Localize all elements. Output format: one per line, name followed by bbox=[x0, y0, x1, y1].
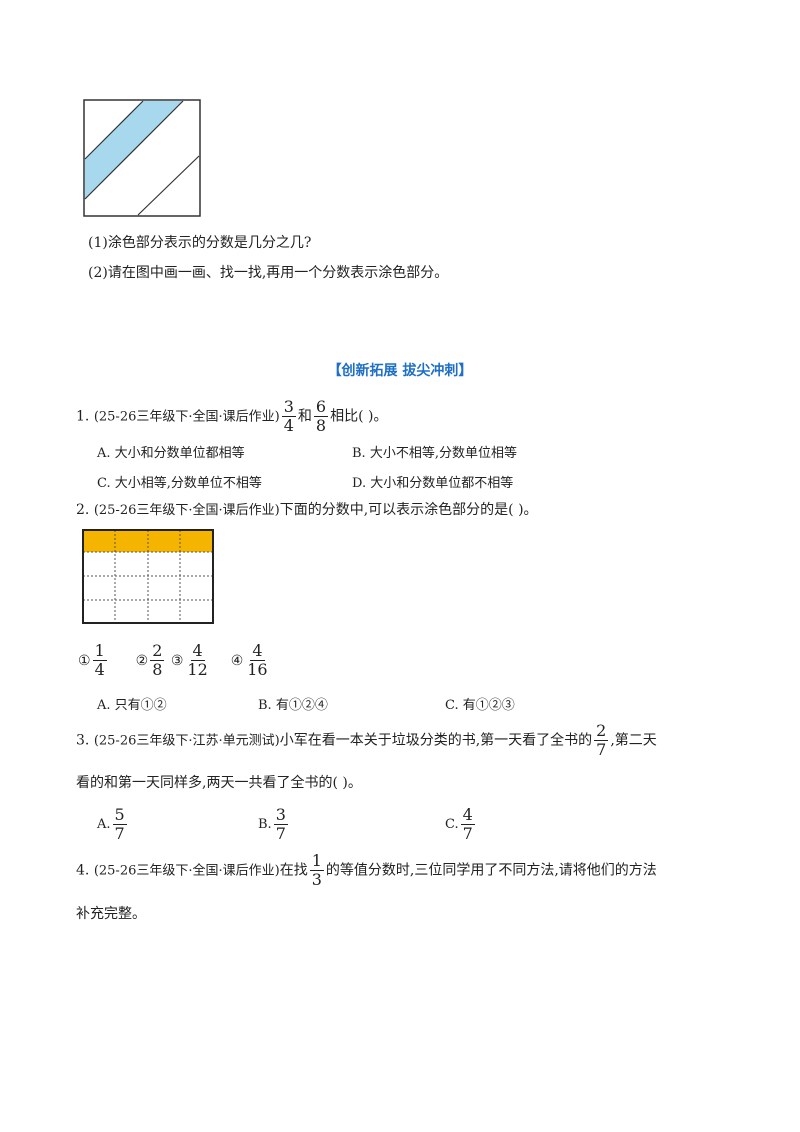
question-3: 3. (25-26三年级下·江苏·单元测试)小军在看一本关于垃圾分类的书,第一天… bbox=[76, 722, 657, 760]
part1-question-2: (2)请在图中画一画、找一找,再用一个分数表示涂色部分。 bbox=[88, 265, 449, 281]
q4-text-b: 的等值分数时,三位同学用了不同方法,请将他们的方法 bbox=[325, 862, 657, 879]
q1-tail: 相比( )。 bbox=[330, 408, 388, 425]
q3-text-c: 看的和第一天同样多,两天一共看了全书的( )。 bbox=[76, 775, 362, 791]
q2-option-b[interactable]: B. 有①②④ bbox=[258, 698, 328, 713]
grid-figure bbox=[82, 529, 214, 624]
q2-option-c[interactable]: C. 有①②③ bbox=[445, 698, 515, 713]
q2-text: 下面的分数中,可以表示涂色部分的是( )。 bbox=[279, 502, 538, 518]
q1-number: 1. bbox=[76, 408, 90, 425]
part1-question-1: (1)涂色部分表示的分数是几分之几? bbox=[88, 235, 312, 251]
grid-outline bbox=[82, 529, 214, 624]
stripe-square-figure bbox=[83, 99, 201, 217]
section-title: 【创新拓展 拔尖冲刺】 bbox=[327, 363, 473, 379]
q4-number: 4. bbox=[76, 862, 90, 879]
q2-source: (25-26三年级下·全国·课后作业) bbox=[93, 503, 280, 518]
q1-source: (25-26三年级下·全国·课后作业) bbox=[93, 409, 280, 425]
stripe-line-3 bbox=[137, 155, 200, 216]
q3-number: 3. bbox=[76, 732, 90, 749]
question-2: 2. (25-26三年级下·全国·课后作业)下面的分数中,可以表示涂色部分的是(… bbox=[76, 500, 538, 521]
q1-option-a[interactable]: A. 大小和分数单位都相等 bbox=[97, 446, 245, 461]
q1-option-c[interactable]: C. 大小相等,分数单位不相等 bbox=[97, 476, 262, 491]
q1-mid: 和 bbox=[297, 408, 312, 425]
stripe-line-1 bbox=[84, 100, 144, 160]
q3-text-b: ,第二天 bbox=[610, 732, 657, 749]
q1-option-d[interactable]: D. 大小和分数单位都不相等 bbox=[352, 476, 514, 491]
q2-number: 2. bbox=[76, 502, 90, 518]
square-outline bbox=[83, 99, 201, 217]
q4-source: (25-26三年级下·全国·课后作业) bbox=[93, 863, 280, 879]
q2-option-a[interactable]: A. 只有①② bbox=[97, 698, 167, 713]
q4-text-c: 补充完整。 bbox=[76, 906, 146, 922]
q3-text-a: 小军在看一本关于垃圾分类的书,第一天看了全书的 bbox=[279, 732, 593, 749]
q3-source: (25-26三年级下·江苏·单元测试) bbox=[93, 733, 280, 749]
q1-option-b[interactable]: B. 大小不相等,分数单位相等 bbox=[352, 446, 517, 461]
q4-text-a: 在找 bbox=[279, 862, 308, 879]
stripe-line-2 bbox=[84, 100, 184, 200]
shaded-row bbox=[83, 530, 213, 552]
